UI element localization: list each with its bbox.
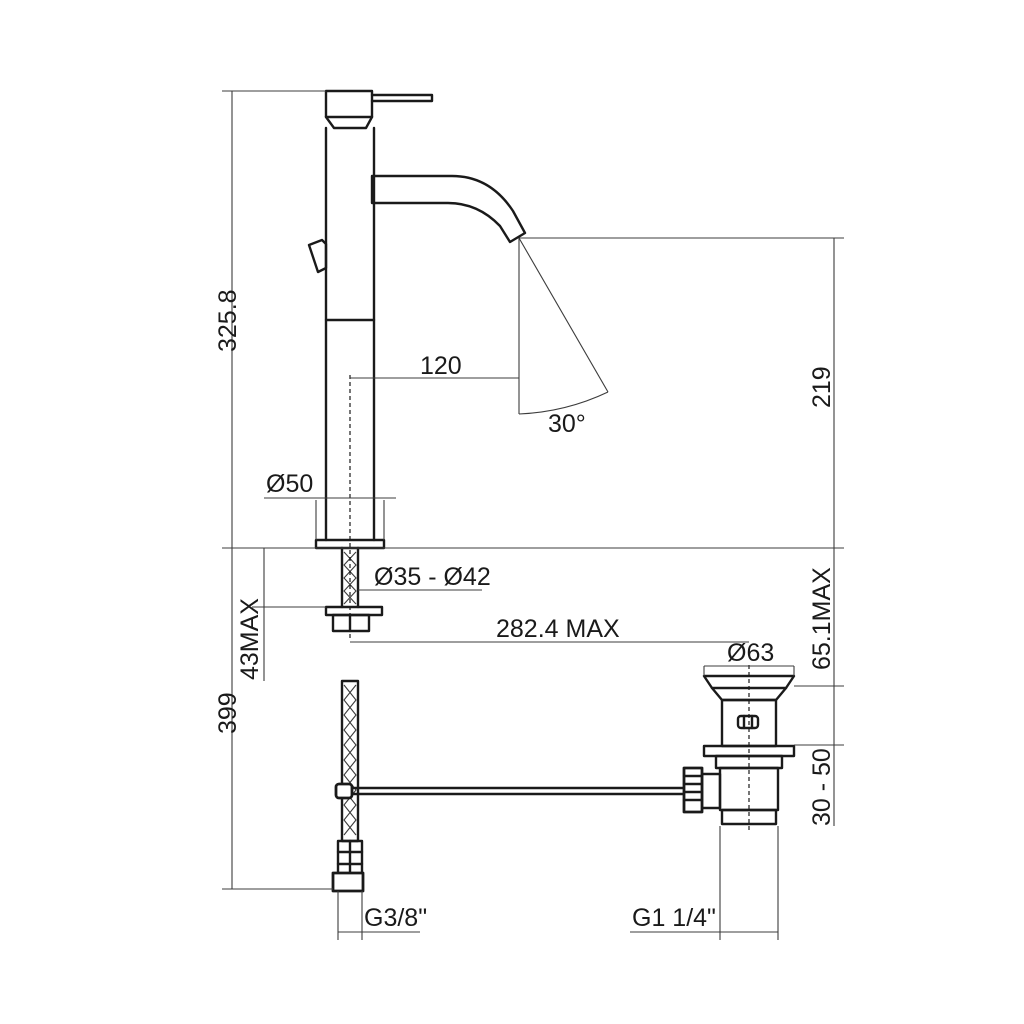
dim-waste-diameter: Ø63 — [727, 639, 774, 667]
dim-waste-thread: G1 1/4" — [632, 904, 716, 932]
faucet-body — [307, 89, 527, 550]
fixing-stud — [324, 546, 384, 633]
dim-hole-diameter: Ø35 - Ø42 — [374, 563, 491, 591]
side-knob — [307, 238, 328, 274]
dim-waste-height: 65.1MAX — [808, 567, 836, 670]
lever-cap — [324, 89, 374, 119]
lever-collar — [324, 115, 374, 130]
dim-spray-angle: 30° — [548, 410, 586, 438]
dim-waste-adjust: 30 - 50 — [808, 748, 836, 826]
dim-overall-height: 325.8 — [214, 289, 242, 352]
spout — [370, 174, 527, 244]
lever-arm — [370, 93, 434, 103]
dim-base-diameter: Ø50 — [266, 470, 313, 498]
dim-under-deck-height: 399 — [214, 692, 242, 734]
waste-slot — [736, 714, 760, 730]
rod-clamp — [334, 782, 354, 800]
dim-waste-distance: 282.4 MAX — [496, 615, 620, 643]
dim-spout-height: 219 — [808, 366, 836, 408]
rod-knurled-nut — [682, 766, 704, 814]
dim-supply-thread: G3/8" — [364, 904, 427, 932]
dim-spout-reach: 120 — [420, 352, 462, 380]
hose-nut — [331, 871, 365, 893]
supply-hose — [331, 679, 365, 893]
dim-deck-thickness: 43MAX — [236, 598, 264, 680]
pop-up-waste — [682, 674, 796, 826]
